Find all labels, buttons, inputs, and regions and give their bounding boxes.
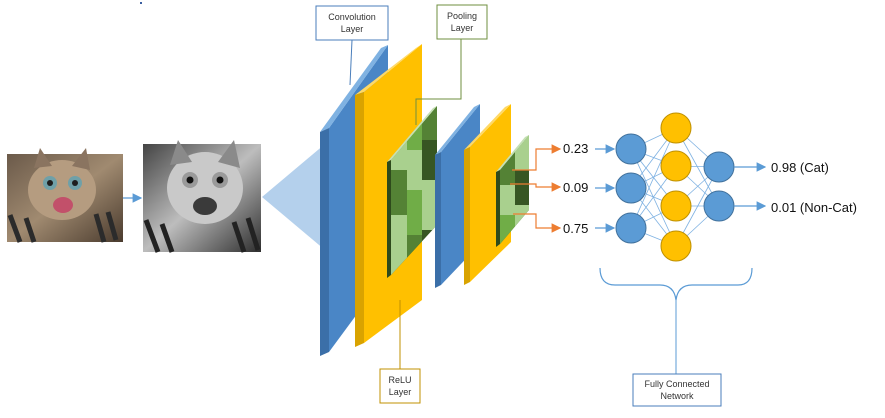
output-label-cat: 0.98 (Cat): [771, 160, 829, 175]
stray-dot: [140, 2, 142, 4]
output-label-non-cat: 0.01 (Non-Cat): [771, 200, 857, 215]
pooling-layer-large: [387, 106, 437, 278]
output-neuron: [703, 190, 735, 222]
input-neuron: [615, 172, 647, 204]
relu-label-line1: ReLU: [388, 375, 411, 385]
pooling-label-line2: Layer: [451, 23, 474, 33]
hidden-neuron: [660, 230, 692, 262]
hidden-neurons: [660, 112, 692, 262]
network-brace: [599, 267, 753, 301]
output-neuron: [703, 151, 735, 183]
output-neurons: [703, 151, 735, 222]
convolution-label-line1: Convolution: [328, 12, 376, 22]
input-neuron: [615, 212, 647, 244]
input-neuron: [615, 133, 647, 165]
cat-photo-color: [7, 148, 123, 243]
hidden-neuron: [660, 150, 692, 182]
relu-label-line2: Layer: [389, 387, 412, 397]
convolution-label: Convolution Layer: [315, 5, 389, 86]
feature-value: 0.75: [563, 221, 588, 236]
relu-label: ReLU Layer: [379, 300, 421, 404]
feature-value: 0.23: [563, 141, 588, 156]
input-neurons: [615, 133, 647, 244]
cat-photo-grayscale: [143, 140, 261, 253]
pooling-label: Pooling Layer: [415, 4, 488, 125]
receptive-field-projection: [262, 144, 325, 250]
fully-connected-label: Fully Connected Network: [632, 373, 722, 407]
feature-arrows: [510, 144, 562, 233]
hidden-neuron: [660, 112, 692, 144]
fully-connected-label-line2: Network: [660, 391, 694, 401]
hidden-neuron: [660, 190, 692, 222]
pooling-label-line1: Pooling: [447, 11, 477, 21]
fully-connected-label-line1: Fully Connected: [644, 379, 709, 389]
convolution-label-line2: Layer: [341, 24, 364, 34]
feature-value: 0.09: [563, 180, 588, 195]
